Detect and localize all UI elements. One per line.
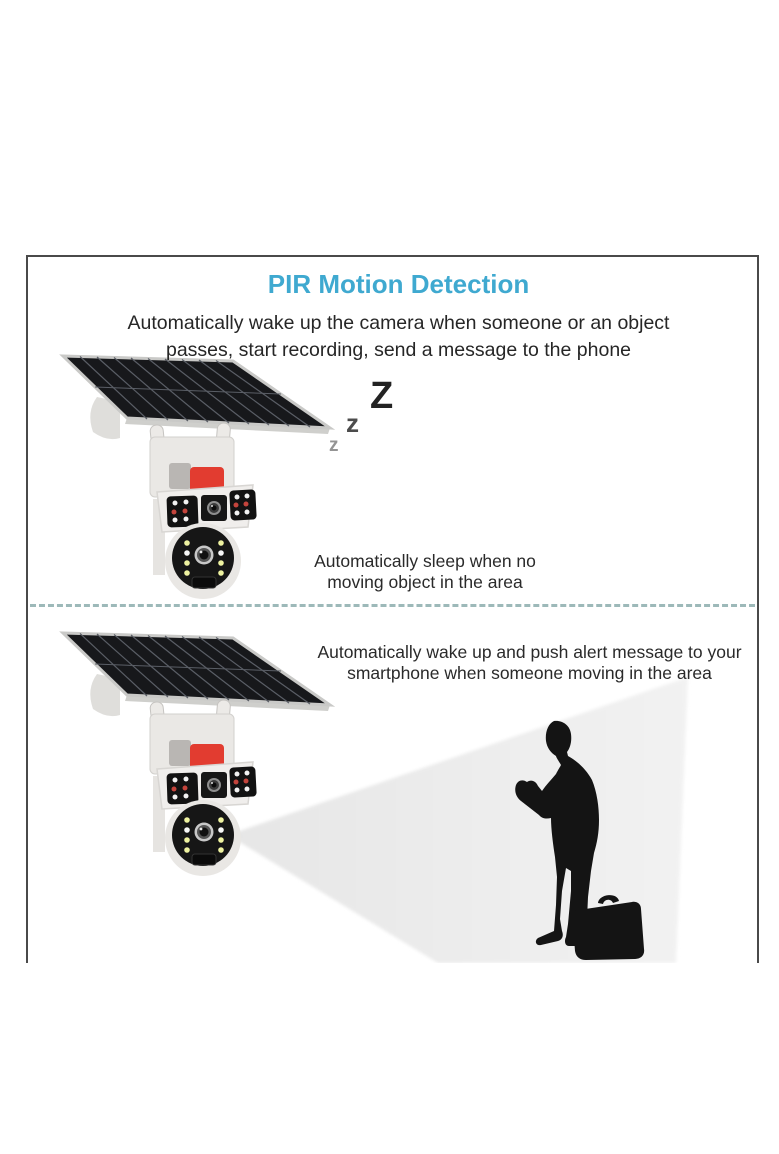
person-silhouette-illustration	[514, 719, 650, 963]
active-camera-illustration	[46, 626, 338, 878]
wake-caption-line-2: smartphone when someone moving in the ar…	[347, 662, 712, 683]
sleep-z-small: z	[329, 435, 339, 456]
person-silhouette-icon	[515, 720, 645, 960]
infographic-panel: PIR Motion Detection Automatically wake …	[26, 255, 759, 963]
sleep-caption-line-1: Automatically sleep when no	[314, 551, 536, 571]
header: PIR Motion Detection Automatically wake …	[40, 269, 757, 364]
solar-camera-icon	[46, 626, 338, 878]
sleep-z-large: Z	[370, 375, 394, 417]
subtitle-line-1: Automatically wake up the camera when so…	[127, 312, 670, 334]
sleep-caption: Automatically sleep when no moving objec…	[245, 551, 605, 592]
wake-caption: Automatically wake up and push alert mes…	[302, 642, 757, 683]
subtitle: Automatically wake up the camera when so…	[40, 310, 757, 364]
page-title: PIR Motion Detection	[267, 269, 530, 299]
sleep-caption-line-2: moving object in the area	[327, 571, 523, 592]
sleep-z-medium: z	[346, 408, 359, 438]
wake-caption-line-1: Automatically wake up and push alert mes…	[317, 642, 742, 662]
subtitle-line-2: passes, start recording, send a message …	[165, 339, 632, 361]
section-divider	[30, 604, 755, 607]
